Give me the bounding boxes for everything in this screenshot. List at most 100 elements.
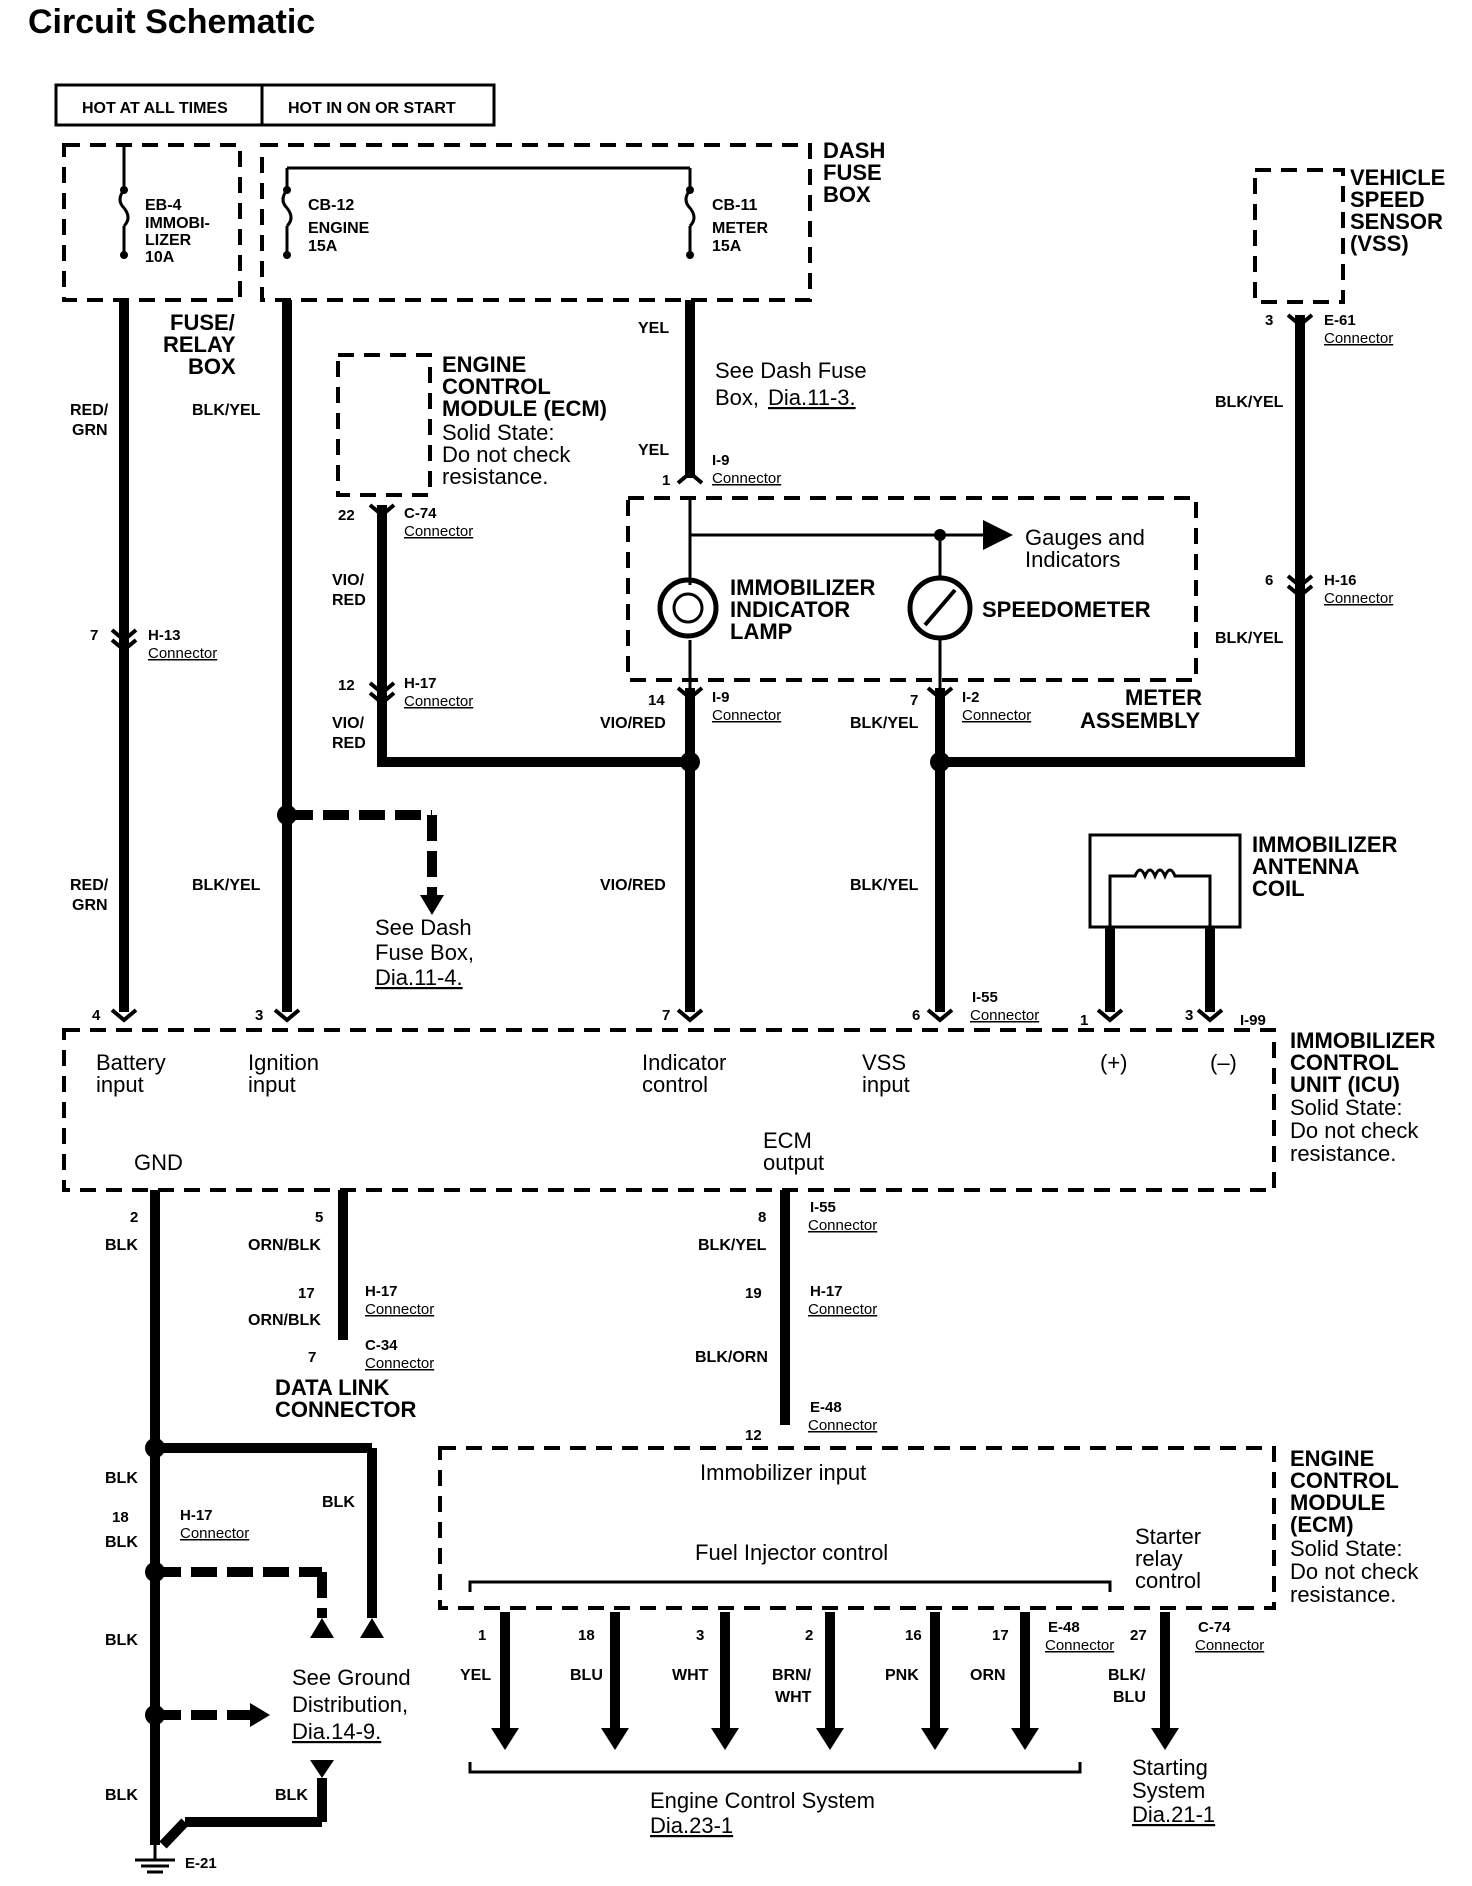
wire-label: BLK/YEL [1215, 394, 1284, 411]
fuse-symbol [281, 189, 293, 228]
engine-system-bracket [468, 1762, 1082, 1774]
connector-word: Connector [962, 707, 1031, 724]
pin-number: 18 [578, 1627, 595, 1644]
pin-number: 2 [805, 1627, 813, 1644]
connector-word: Connector [1324, 590, 1393, 607]
connector-id: I-2 [962, 689, 980, 706]
icu-note-3: resistance. [1290, 1141, 1396, 1166]
data-link-label-1: DATA LINK [275, 1375, 390, 1400]
antenna-label-2: ANTENNA [1252, 854, 1360, 879]
connector-word: Connector [1195, 1637, 1264, 1654]
splices [277, 752, 950, 825]
pin-number: 3 [1185, 1007, 1193, 1024]
splice-dot [145, 1438, 165, 1458]
fuse-eb4-name-2: LIZER [145, 232, 192, 249]
vehicle-speed-sensor: VEHICLE SPEED SENSOR (VSS) [1253, 165, 1445, 304]
connector-symbols [110, 313, 1314, 1023]
connector-word: Connector [970, 1007, 1039, 1024]
wire-label: RED [332, 735, 366, 752]
ecm-bottom-note-2: Do not check [1290, 1559, 1419, 1584]
meter-assembly: IMMOBILIZER INDICATOR LAMP SPEEDOMETER G… [626, 496, 1202, 733]
ecm-bottom-note-1: Solid State: [1290, 1536, 1403, 1561]
connector-id: H-17 [810, 1283, 843, 1300]
hot-in-on-or-start-label: HOT IN ON OR START [288, 100, 456, 117]
connector-id: H-17 [404, 675, 437, 692]
ecm-starter-2: relay [1135, 1546, 1183, 1571]
wire-label: BLK [275, 1787, 308, 1804]
connector-word: Connector [404, 523, 473, 540]
ecm-immobilizer-input: Immobilizer input [700, 1460, 866, 1485]
wire-label: BLK [105, 1470, 138, 1487]
ecm-output-wires [468, 1612, 1179, 1774]
icu-gnd: GND [134, 1150, 183, 1175]
data-link-label-2: CONNECTOR [275, 1397, 416, 1422]
speedometer-label: SPEEDOMETER [982, 597, 1151, 622]
vss-label-3: SENSOR [1350, 209, 1443, 234]
fuse-relay-box: EB-4 IMMOBI- LIZER 10A FUSE/ RELAY BOX [62, 143, 242, 379]
icu-note-2: Do not check [1290, 1118, 1419, 1143]
meter-assembly-label-1: METER [1125, 685, 1202, 710]
connector-id: I-9 [712, 689, 730, 706]
wire-label: GRN [72, 422, 108, 439]
antenna-coil: IMMOBILIZER ANTENNA COIL [1088, 832, 1398, 929]
dash-fuse-box: CB-12 ENGINE 15A CB-11 METER 15A DASH FU… [260, 138, 885, 302]
ref-ground-a: See Ground [292, 1665, 411, 1690]
connector-word: Connector [180, 1525, 249, 1542]
icu-indicator-1: Indicator [642, 1050, 726, 1075]
pin-number: 17 [298, 1285, 315, 1302]
pin-number: 22 [338, 507, 355, 524]
power-header: HOT AT ALL TIMES HOT IN ON OR START [54, 83, 496, 127]
connector-id: H-13 [148, 627, 181, 644]
icu-label-2: CONTROL [1290, 1050, 1399, 1075]
icu-label-3: UNIT (ICU) [1290, 1072, 1400, 1097]
connector-word: Connector [1324, 330, 1393, 347]
ref-starting-b: System [1132, 1778, 1205, 1803]
pin-number: 14 [648, 692, 665, 709]
dash-fuse-box-label-3: BOX [823, 182, 871, 207]
vss-label-2: SPEED [1350, 187, 1425, 212]
wire-label: BLK/ORN [695, 1349, 768, 1366]
connector-word: Connector [365, 1355, 434, 1372]
pin-number: 3 [255, 1007, 263, 1024]
reference-notes: See Dash Fuse Box, Dia.11-3. See Dash Fu… [292, 358, 1215, 1838]
ecm-fuel-injector: Fuel Injector control [695, 1540, 888, 1565]
meter-assembly-label-2: ASSEMBLY [1080, 708, 1201, 733]
pin-number: 7 [662, 1007, 670, 1024]
icu-battery-2: input [96, 1072, 144, 1097]
ecm-top-label-2: CONTROL [442, 374, 551, 399]
connector-id: C-34 [365, 1337, 398, 1354]
icu-battery-1: Battery [96, 1050, 166, 1075]
splice-dot [930, 752, 950, 772]
wire-label: BLK/YEL [850, 877, 919, 894]
pin-number: 12 [338, 677, 355, 694]
wire-label: YEL [638, 320, 669, 337]
pin-number: 19 [745, 1285, 762, 1302]
pin-number: 3 [696, 1627, 704, 1644]
pin-number: 4 [92, 1007, 101, 1024]
wire-label: ORN/BLK [248, 1312, 321, 1329]
fuse-cb12-id: CB-12 [308, 197, 354, 214]
ecm-starter-1: Starter [1135, 1524, 1201, 1549]
pin-number: 8 [758, 1209, 766, 1226]
immobilizer-control-unit: Battery input Ignition input Indicator c… [62, 1028, 1436, 1192]
fuse-cb11-id: CB-11 [712, 197, 757, 214]
fuse-relay-box-label-2: RELAY [163, 332, 236, 357]
ref-dash-11-4-a: See Dash [375, 915, 472, 940]
ecm-top-label-3: MODULE (ECM) [442, 396, 607, 421]
fuse-eb4-name-1: IMMOBI- [145, 215, 210, 232]
pin-number: 5 [315, 1209, 323, 1226]
wire-label: WHT [672, 1667, 709, 1684]
ref-starting-a: Starting [1132, 1755, 1208, 1780]
pin-number: 17 [992, 1627, 1009, 1644]
pin-number: 18 [112, 1509, 129, 1526]
ecm-starter-3: control [1135, 1568, 1201, 1593]
ref-engine-b: Dia.23-1 [650, 1813, 733, 1838]
icu-ignition-1: Ignition [248, 1050, 319, 1075]
lower-wires [135, 1190, 790, 1874]
connector-id: C-74 [404, 505, 437, 522]
connector-id: H-17 [180, 1507, 213, 1524]
wire-label: WHT [775, 1689, 812, 1706]
ecm-bottom-label-4: (ECM) [1290, 1512, 1354, 1537]
pin-number: 7 [308, 1349, 316, 1366]
